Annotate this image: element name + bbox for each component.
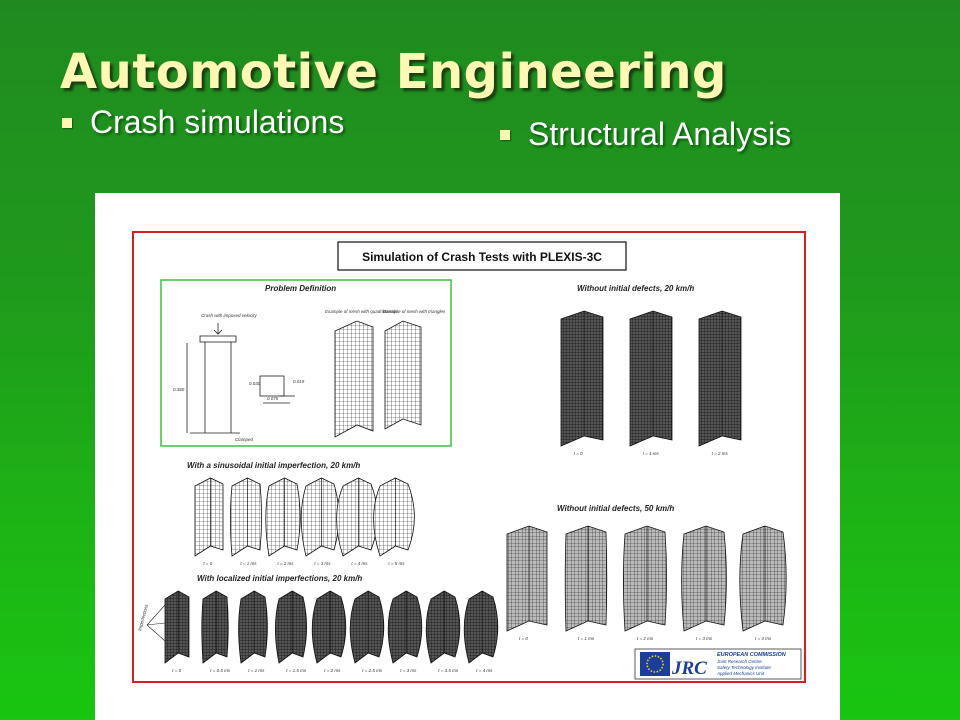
crash-model-localized-20-8 bbox=[463, 590, 499, 664]
crash-model-sinusoidal-20-5 bbox=[373, 477, 415, 557]
time-label: t = 3 ms bbox=[696, 636, 713, 641]
figure-canvas: Simulation of Crash Tests with PLEXIS-3C… bbox=[132, 231, 806, 683]
figure-red-frame bbox=[132, 231, 806, 683]
jrc-logo: JRC EUROPEAN COMMISSION Joint Research C… bbox=[634, 648, 802, 680]
panel-title-localized-20: With localized initial imperfections, 20… bbox=[197, 574, 362, 583]
crash-model-sinusoidal-20-2 bbox=[265, 477, 301, 557]
square-bullet-icon bbox=[500, 129, 510, 140]
bullet-text: Crash simulations bbox=[90, 104, 345, 140]
jrc-line-3: Safety Technology Institute bbox=[717, 665, 771, 670]
time-label: t = 3.5 ms bbox=[438, 668, 459, 673]
square-bullet-icon bbox=[62, 117, 72, 128]
time-label: t = 3 ms bbox=[314, 561, 331, 566]
mesh-quadrilateral-model bbox=[334, 320, 374, 438]
slide-title: Automotive Engineering bbox=[60, 44, 727, 100]
crash-model-defects-none-20-1 bbox=[629, 310, 673, 447]
time-label: t = 2 ms bbox=[637, 636, 654, 641]
crash-model-localized-20-7 bbox=[425, 590, 461, 664]
problem-definition-title: Problem Definition bbox=[265, 284, 336, 293]
time-label: t = 1 ms bbox=[248, 668, 265, 673]
time-label: t = 4 ms bbox=[755, 636, 772, 641]
time-label: t = 0 bbox=[203, 561, 212, 566]
time-label: t = 5 ms bbox=[388, 561, 405, 566]
label-crash-velocity: Crash with imposed velocity bbox=[201, 313, 258, 318]
dim-width: 0.075 bbox=[267, 396, 279, 401]
crash-model-defects-none-50-3 bbox=[681, 525, 727, 632]
crash-model-defects-none-50-4 bbox=[739, 525, 787, 632]
time-label: t = 0 bbox=[172, 668, 181, 673]
bullet-text: Structural Analysis bbox=[528, 116, 792, 152]
crash-model-sinusoidal-20-0 bbox=[194, 477, 224, 557]
time-label: t = 4 ms bbox=[351, 561, 368, 566]
imperfection-arrows bbox=[146, 604, 166, 642]
bullet-structural-analysis: Structural Analysis bbox=[500, 116, 791, 153]
time-label: t = 3 ms bbox=[400, 668, 417, 673]
time-label: t = 1.5 ms bbox=[286, 668, 307, 673]
panel-title-no-defects-20: Without initial defects, 20 km/h bbox=[577, 284, 694, 293]
figure-heading-box bbox=[337, 241, 627, 271]
crash-model-sinusoidal-20-1 bbox=[230, 477, 262, 557]
jrc-line-2: Joint Research Centre bbox=[716, 659, 762, 664]
crash-model-defects-none-20-2 bbox=[698, 310, 742, 447]
bullet-crash-simulations: Crash simulations bbox=[62, 104, 344, 141]
crash-model-localized-20-5 bbox=[349, 590, 385, 664]
panel-title-no-defects-50: Without initial defects, 50 km/h bbox=[557, 504, 674, 513]
time-label: t = 2.5 ms bbox=[362, 668, 383, 673]
crash-model-sinusoidal-20-3 bbox=[300, 477, 340, 557]
time-label: t = 0 bbox=[574, 451, 583, 456]
time-label: t = 0.5 ms bbox=[210, 668, 231, 673]
schematic-diagram bbox=[186, 323, 295, 434]
crash-model-localized-20-2 bbox=[238, 590, 268, 664]
dim-flange: 0.019 bbox=[293, 379, 305, 384]
jrc-logo-mark: JRC bbox=[671, 658, 707, 679]
crash-model-defects-none-50-1 bbox=[564, 525, 608, 632]
time-label: t = 0 bbox=[519, 636, 528, 641]
label-mesh-quadrilaterals: Example of mesh with quadrilaterals bbox=[325, 309, 398, 314]
time-label: t = 1 ms bbox=[240, 561, 257, 566]
time-label: t = 2 ms bbox=[324, 668, 341, 673]
time-label: t = 1 ms bbox=[643, 451, 660, 456]
time-label: t = 4 ms bbox=[476, 668, 493, 673]
crash-model-defects-none-50-2 bbox=[623, 525, 667, 632]
crash-model-defects-none-20-0 bbox=[560, 310, 604, 447]
crash-model-defects-none-50-0 bbox=[506, 525, 548, 632]
crash-model-localized-20-1 bbox=[201, 590, 229, 664]
jrc-line-1: EUROPEAN COMMISSION bbox=[717, 652, 787, 658]
crash-model-localized-20-6 bbox=[387, 590, 423, 664]
imperfections-label: Imperfections bbox=[137, 603, 149, 631]
dim-height: 0.380 bbox=[173, 387, 185, 392]
crash-model-localized-20-4 bbox=[311, 590, 347, 664]
crash-model-sinusoidal-20-4 bbox=[336, 477, 378, 557]
time-label: t = 1 ms bbox=[578, 636, 595, 641]
time-label: t = 2 ms bbox=[277, 561, 294, 566]
panel-title-sinusoidal-20: With a sinusoidal initial imperfection, … bbox=[187, 461, 360, 470]
label-clamped: Clamped bbox=[235, 437, 254, 442]
crash-model-localized-20-3 bbox=[275, 590, 307, 664]
label-mesh-triangles: Example of mesh with triangles bbox=[383, 309, 446, 314]
time-label: t = 2 ms bbox=[712, 451, 729, 456]
crash-model-rows: t = 0 t = 1 ms t = 2 ms t = 0 t = 1 ms t = 2 … bbox=[164, 310, 787, 673]
jrc-line-4: Applied Mechanics Unit bbox=[716, 671, 765, 676]
crash-model-localized-20-0 bbox=[164, 590, 190, 664]
mesh-triangle-model bbox=[384, 320, 422, 430]
crash-simulation-figure: Simulation of Crash Tests with PLEXIS-3C… bbox=[95, 193, 840, 720]
figure-heading: Simulation of Crash Tests with PLEXIS-3C bbox=[362, 250, 602, 264]
dim-depth: 0.030 bbox=[249, 381, 261, 386]
